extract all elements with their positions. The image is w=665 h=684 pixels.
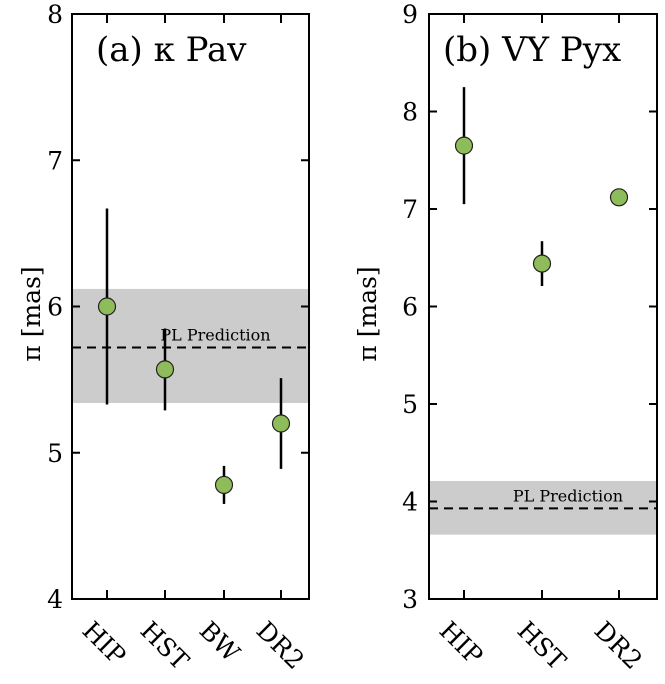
panel-b-pl-label: PL Prediction (513, 486, 623, 505)
panel-b-ytick-label-9: 9 (402, 0, 418, 29)
panel-a-point-bw (214, 475, 234, 495)
panel-b-ylabel: π [mas] (353, 266, 382, 361)
panel-a-xlabel-hst: HST (135, 616, 195, 676)
panel-a-xlabel-bw: BW (194, 616, 246, 668)
panel-a-ytick-label-4: 4 (47, 585, 63, 614)
panel-a-title: (a) κ Pav (96, 30, 247, 70)
panel-a-point-hip (97, 297, 117, 316)
panel-a-point-hst (155, 360, 175, 379)
panel-a-point-dr2 (271, 414, 291, 433)
panel-b-ytick-label-7: 7 (402, 195, 418, 224)
panel-b-xlabel-hst: HST (512, 616, 572, 676)
panel-b-point-hip (454, 136, 474, 155)
panel-b-title: (b) VY Pyx (443, 30, 621, 70)
panel-a-pl-label: PL Prediction (160, 325, 270, 344)
panel-a-points (97, 208, 291, 504)
panel-a-xlabel-dr2: DR2 (251, 616, 310, 675)
panel-b-points (454, 87, 629, 287)
panel-b-ytick-label-6: 6 (402, 293, 418, 322)
panel-b-ytick-label-5: 5 (402, 390, 418, 419)
panel-a-ytick-label-6: 6 (47, 293, 63, 322)
panel-b-xlabel-hip: HIP (434, 616, 489, 671)
panel-a-ylabel: π [mas] (17, 266, 46, 361)
panel-b-xlabel-dr2: DR2 (589, 616, 648, 675)
panel-b-ytick-label-8: 8 (402, 98, 418, 127)
panel-b-point-hst (532, 254, 552, 273)
panel-b-ytick-label-4: 4 (402, 488, 418, 517)
panel-b-point-dr2 (609, 188, 629, 207)
panel-b-frame (428, 13, 658, 600)
panel-a-ytick-label-8: 8 (47, 0, 63, 29)
panel-b-band-layer: PL Prediction (429, 481, 657, 535)
panel-a-ytick-label-5: 5 (47, 439, 63, 468)
panel-a-ytick-label-7: 7 (47, 146, 63, 175)
panel-a-frame (71, 13, 310, 600)
panel-a-xlabel-hip: HIP (77, 616, 132, 671)
panel-b-ytick-label-3: 3 (402, 585, 418, 614)
